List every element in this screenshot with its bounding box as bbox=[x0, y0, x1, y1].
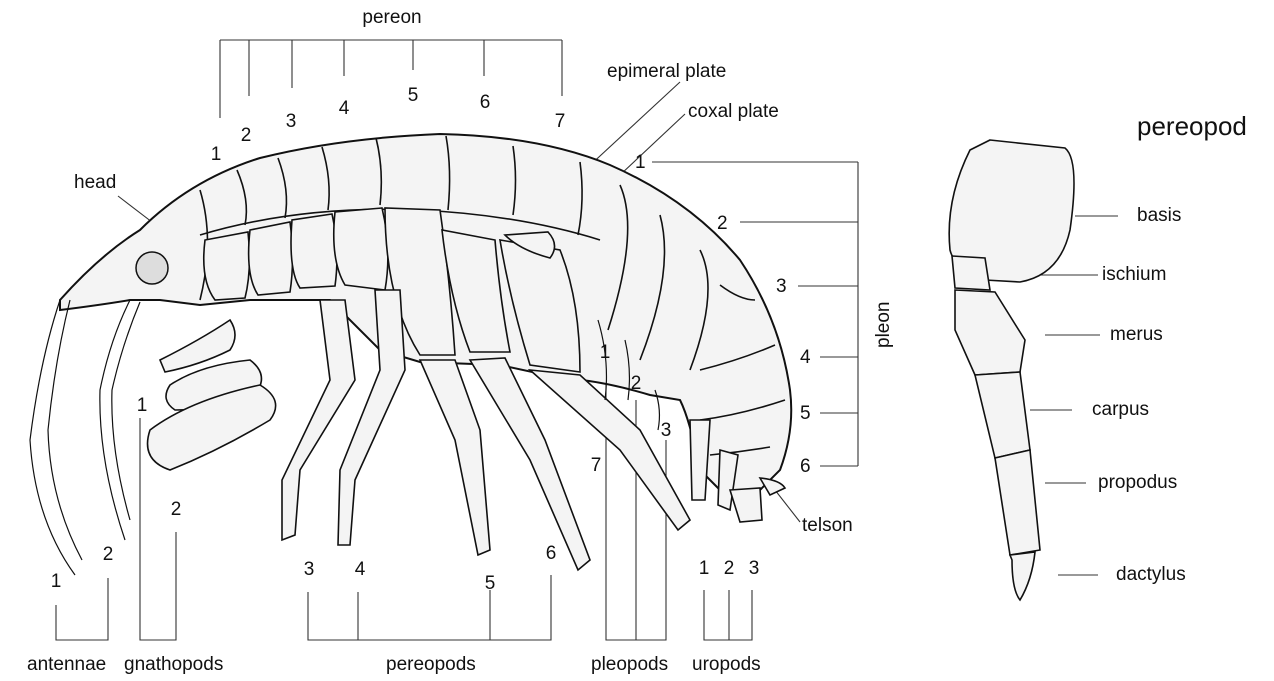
head-label: head bbox=[74, 173, 116, 192]
pleopod-number-2: 2 bbox=[631, 374, 642, 393]
pereon-number-4: 4 bbox=[339, 99, 350, 118]
pleon-number-1: 1 bbox=[635, 153, 646, 172]
telson-label: telson bbox=[802, 516, 853, 535]
pleon-number-5: 5 bbox=[800, 404, 811, 423]
pleon-number-3: 3 bbox=[776, 277, 787, 296]
pereopod-number-7: 7 bbox=[591, 456, 602, 475]
merus-label: merus bbox=[1110, 325, 1163, 344]
pleopods-label: pleopods bbox=[591, 655, 668, 674]
uropod-number-1: 1 bbox=[699, 559, 710, 578]
carpus-label: carpus bbox=[1092, 400, 1149, 419]
pereon-title: pereon bbox=[362, 8, 421, 27]
pereon-number-1: 1 bbox=[211, 145, 222, 164]
ischium-label: ischium bbox=[1102, 265, 1166, 284]
amphipod-body bbox=[30, 134, 791, 575]
pereopods-label: pereopods bbox=[386, 655, 476, 674]
pereopod-number-6: 6 bbox=[546, 544, 557, 563]
pleopod-number-3: 3 bbox=[661, 421, 672, 440]
uropods-label: uropods bbox=[692, 655, 761, 674]
pleon-number-2: 2 bbox=[717, 214, 728, 233]
antenna-number-2: 2 bbox=[103, 545, 114, 564]
pereopod-number-5: 5 bbox=[485, 574, 496, 593]
pereon-number-5: 5 bbox=[408, 86, 419, 105]
dactylus-label: dactylus bbox=[1116, 565, 1186, 584]
gnathopod-number-2: 2 bbox=[171, 500, 182, 519]
uropod-number-2: 2 bbox=[724, 559, 735, 578]
pereopod-number-3: 3 bbox=[304, 560, 315, 579]
gnathopods-label: gnathopods bbox=[124, 655, 223, 674]
propodus-label: propodus bbox=[1098, 473, 1177, 492]
pereopod-detail-drawing bbox=[949, 140, 1074, 600]
pleon-number-4: 4 bbox=[800, 348, 811, 367]
pleon-title: pleon bbox=[874, 302, 893, 349]
pereon-number-7: 7 bbox=[555, 112, 566, 131]
pereon-number-2: 2 bbox=[241, 126, 252, 145]
antennae-label: antennae bbox=[27, 655, 106, 674]
pereon-number-6: 6 bbox=[480, 93, 491, 112]
pereopod-detail-title: pereopod bbox=[1137, 113, 1247, 139]
pereopod-number-4: 4 bbox=[355, 560, 366, 579]
antenna-number-1: 1 bbox=[51, 572, 62, 591]
gnathopod-number-1: 1 bbox=[137, 396, 148, 415]
pereon-number-3: 3 bbox=[286, 112, 297, 131]
uropod-number-3: 3 bbox=[749, 559, 760, 578]
coxal-plate-label: coxal plate bbox=[688, 102, 779, 121]
appendage-brackets bbox=[56, 365, 752, 640]
basis-label: basis bbox=[1137, 206, 1181, 225]
pereon-bracket bbox=[220, 40, 562, 118]
pleopod-number-1: 1 bbox=[600, 343, 611, 362]
epimeral-plate-label: epimeral plate bbox=[607, 62, 726, 81]
pleon-number-6: 6 bbox=[800, 457, 811, 476]
